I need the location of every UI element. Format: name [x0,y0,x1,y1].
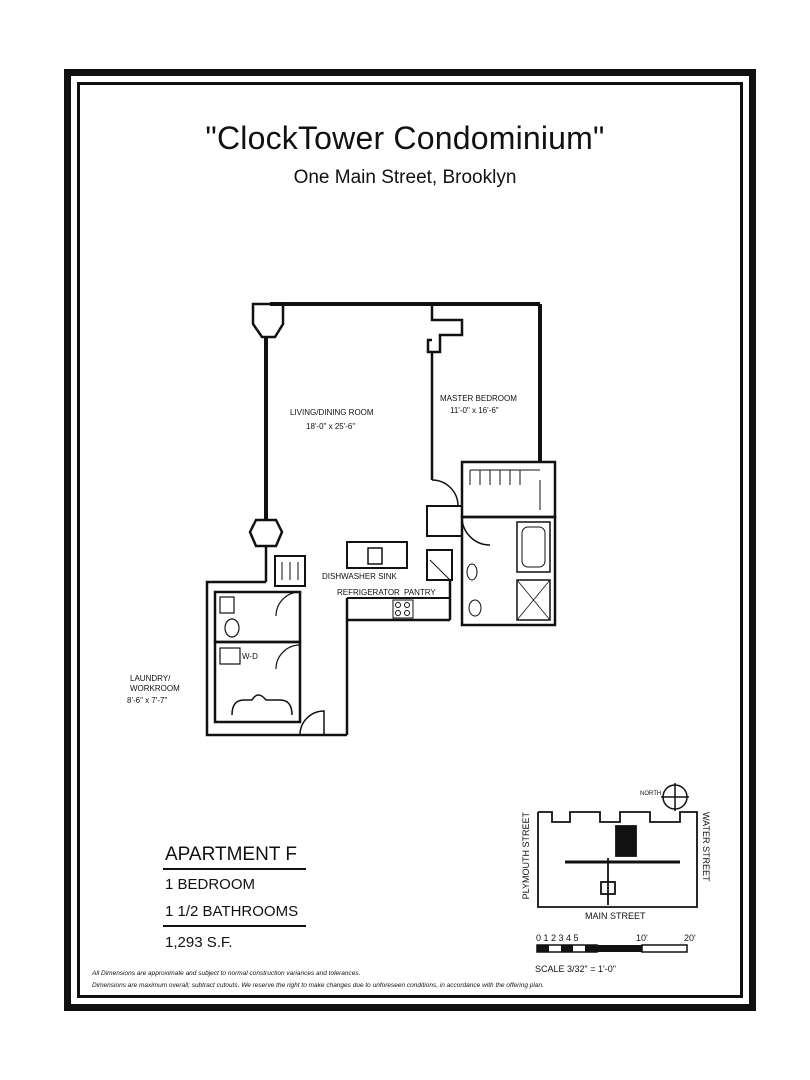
column-top-left [251,302,285,339]
building-title: "ClockTower Condominium" [205,120,605,156]
laundry-name-2: WORKROOM [130,684,180,693]
disclaimer-line-1: All Dimensions are approximate and subje… [92,970,361,977]
kitchen-island [346,541,408,569]
water-street-label: WATER STREET [701,812,711,882]
laundry-dims: 8'-6" x 7'-7" [127,696,168,705]
shower [516,579,551,621]
apartment-rule [163,868,306,870]
column-octagon [248,518,284,548]
square-footage: 1,293 S.F. [165,934,233,951]
plymouth-street-label: PLYMOUTH STREET [521,812,531,900]
key-plan [537,783,698,908]
bedroom-dims: 11'-0" x 16'-6" [450,406,499,415]
laundry-name-1: LAUNDRY/ [130,674,171,683]
dishwasher-sink-label: DISHWASHER SINK [322,572,397,581]
inner-border [77,82,743,998]
living-room-name: LIVING/DINING ROOM [290,408,374,417]
refrigerator-label: REFRIGERATOR [337,588,400,597]
disclaimer-line-2: Dimensions are maximum overall; subtract… [92,982,544,989]
bathtub [516,521,551,573]
apartment-name: APARTMENT F [165,844,297,865]
washer-dryer-label: W-D [242,652,258,661]
scale-ticks: 0 1 2 3 4 5 [536,933,579,943]
partition-pilaster [426,304,464,354]
scale-label: SCALE 3/32" = 1'-0" [535,964,616,974]
bathroom-count: 1 1/2 BATHROOMS [165,903,299,920]
living-room-dims: 18'-0" x 25'-6" [306,422,356,431]
north-label: NORTH [640,791,662,797]
bedroom-name: MASTER BEDROOM [440,394,517,403]
bathroom-rule [163,925,306,927]
outer-border [64,69,756,1011]
building-address: One Main Street, Brooklyn [293,167,517,188]
scale-twenty: 20' [684,933,696,943]
scale-bar [536,944,688,953]
main-street-label: MAIN STREET [585,911,646,921]
pantry-label: PANTRY [404,588,436,597]
scale-ten: 10' [636,933,648,943]
bedroom-count: 1 BEDROOM [165,876,256,893]
